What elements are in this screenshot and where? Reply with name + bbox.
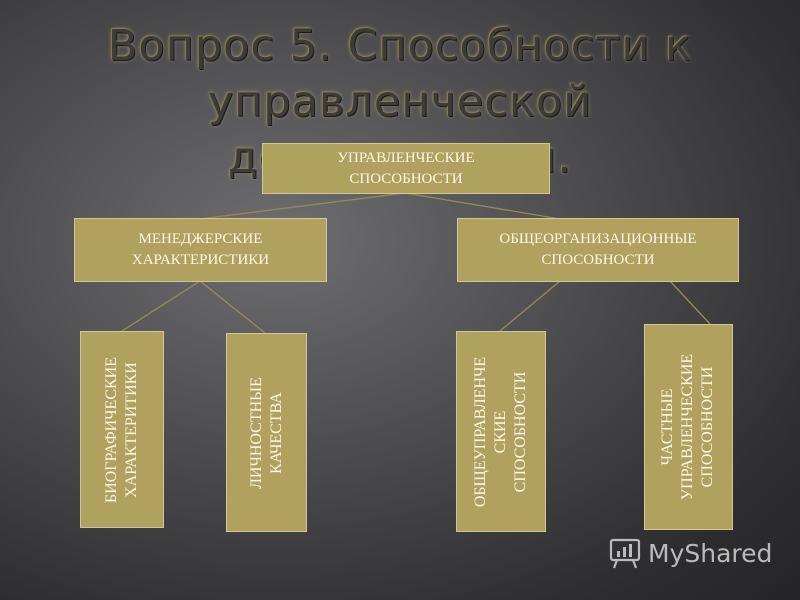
leaf-node-general-managerial: ОБЩЕУПРАВЛЕНЧЕ СКИЕ СПОСОБНОСТИ — [456, 331, 546, 532]
watermark: MyShared — [608, 533, 788, 573]
branch-node-managerial-label: МЕНЕДЖЕРСКИЕ ХАРАКТЕРИСТИКИ — [131, 231, 270, 268]
leaf-node-specific-managerial-label: ЧАСТНЫЕ УПРАВЛЕНЧЕСКИЕ СПОСОБНОСТИ — [659, 353, 717, 501]
leaf-node-biographical: БИОГРАФИЧЕСКИЕ ХАРАКТЕРИТИКИ — [80, 331, 164, 528]
connector-left-child1 — [121, 280, 201, 332]
connector-root-right — [404, 192, 561, 220]
root-node: УПРАВЛЕНЧЕСКИЕ СПОСОБНОСТИ — [262, 143, 550, 194]
leaf-node-personal: ЛИЧНОСТНЫЕ КАЧЕСТВА — [226, 333, 307, 532]
branch-node-managerial: МЕНЕДЖЕРСКИЕ ХАРАКТЕРИСТИКИ — [74, 218, 327, 282]
connector-right-child1 — [499, 280, 561, 332]
presentation-board-icon — [609, 538, 641, 569]
watermark-text: MyShared — [648, 538, 773, 568]
connector-left-child2 — [199, 280, 266, 334]
connector-right-child2 — [669, 280, 711, 325]
slide-title-line-1: Вопрос 5. Способности к — [107, 21, 693, 71]
leaf-node-personal-label: ЛИЧНОСТНЫЕ КАЧЕСТВА — [247, 376, 285, 489]
root-node-label: УПРАВЛЕНЧЕСКИЕ СПОСОБНОСТИ — [337, 149, 475, 187]
leaf-node-specific-managerial: ЧАСТНЫЕ УПРАВЛЕНЧЕСКИЕ СПОСОБНОСТИ — [644, 324, 733, 530]
leaf-node-biographical-label: БИОГРАФИЧЕСКИЕ ХАРАКТЕРИТИКИ — [103, 356, 141, 503]
branch-node-general-org: ОБЩЕОРГАНИЗАЦИОННЫЕ СПОСОБНОСТИ — [457, 218, 739, 282]
branch-node-general-org-label: ОБЩЕОРГАНИЗАЦИОННЫЕ СПОСОБНОСТИ — [499, 231, 697, 268]
leaf-node-general-managerial-label: ОБЩЕУПРАВЛЕНЧЕ СКИЕ СПОСОБНОСТИ — [472, 356, 530, 507]
connector-root-left — [199, 192, 406, 220]
